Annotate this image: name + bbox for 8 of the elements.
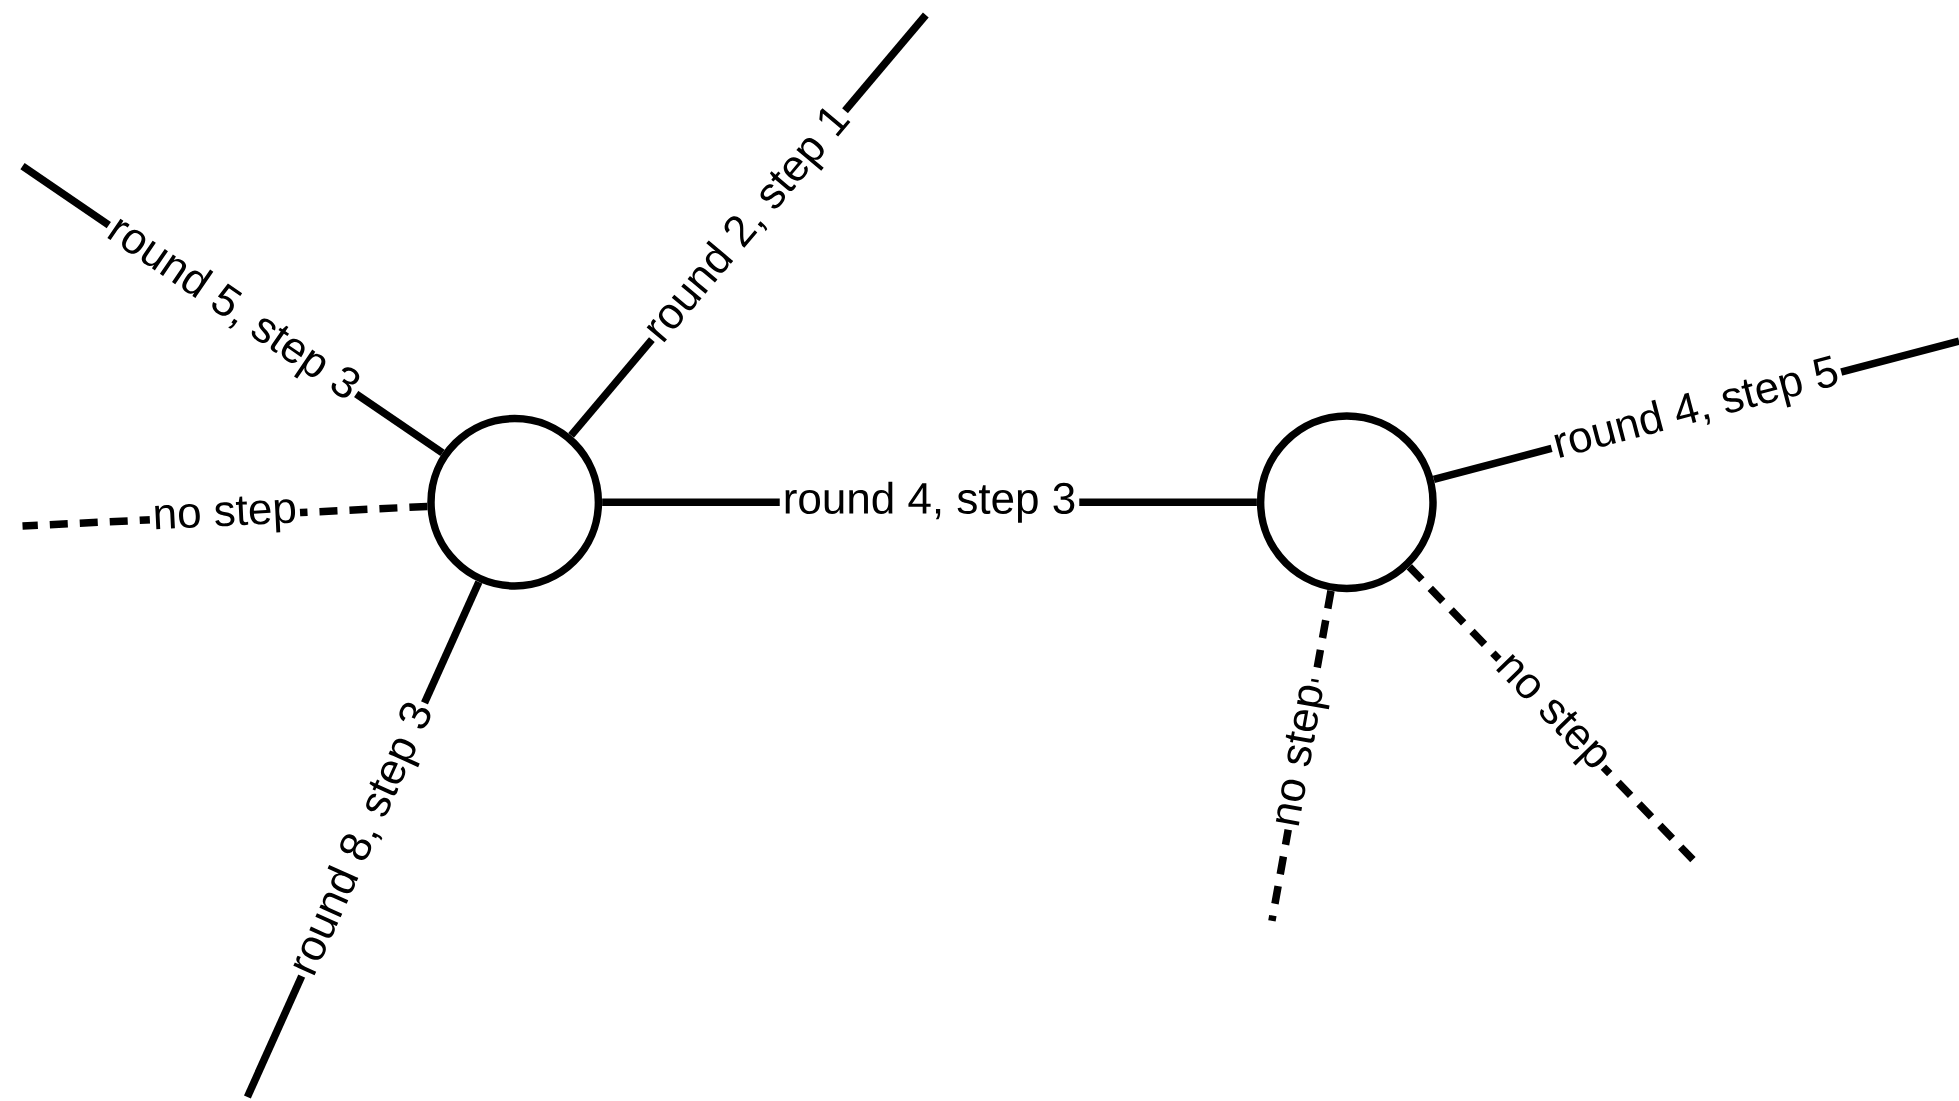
edge-label: no step [1483, 644, 1620, 783]
edge-label: round 4, step 5 [1545, 349, 1848, 472]
edge-label: round 4, step 3 [779, 478, 1080, 526]
edge-label: round 8, step 3 [280, 693, 446, 986]
circle-node [427, 414, 603, 590]
edge-label: no step [148, 490, 302, 542]
edge-label: no step [1266, 677, 1337, 834]
circle-node [1256, 412, 1437, 593]
